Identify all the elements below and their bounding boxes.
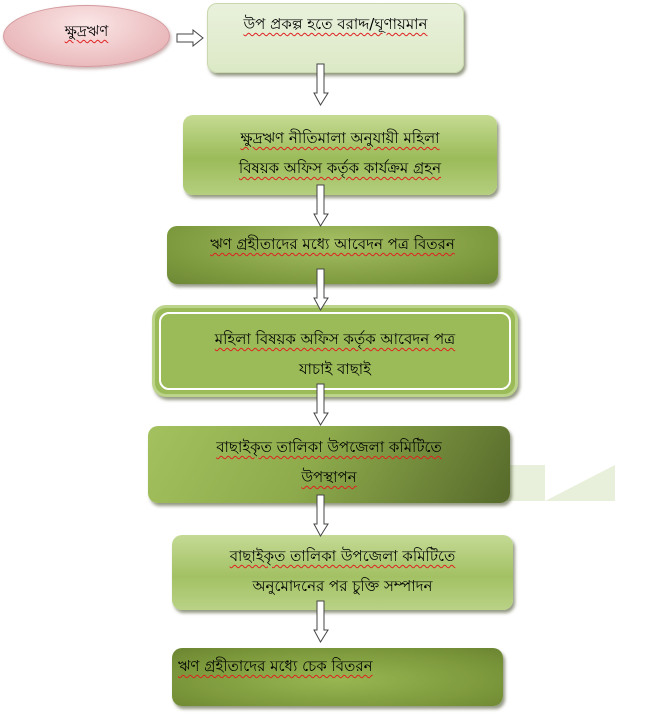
step-4-box: মহিলা বিষয়ক অফিস কর্তৃক আবেদন পত্র যাচা… [152,305,518,397]
step-4-line-1: মহিলা বিষয়ক অফিস কর্তৃক আবেদন পত্র [214,330,456,348]
step-3-box: ঋণ গ্রহীতাদের মধ্যে আবেদন পত্র বিতরন [167,226,498,284]
start-ellipse: ক্ষুদ্রঋণ [3,5,170,67]
down-arrow-icon [313,63,329,106]
step-3-text: ঋণ গ্রহীতাদের মধ্যে আবেদন পত্র বিতরন [210,235,455,253]
step-5-line-1: বাছাইকৃত তালিকা উপজেলা কমিটিতে [216,438,442,456]
step-5-shadow [505,465,545,501]
step-1-box: উপ প্রকল্প হতে বরাদ্দ/ঘূণায়মান [207,3,464,73]
step-5-box: বাছাইকৃত তালিকা উপজেলা কমিটিতে উপস্থাপন [148,426,510,503]
step-6-box: বাছাইকৃত তালিকা উপজেলা কমিটিতে অনুমোদনের… [172,535,513,610]
right-arrow-icon [176,29,204,47]
step-1-text: উপ প্রকল্প হতে বরাদ্দ/ঘূণায়মান [243,15,428,33]
step-7-text: ঋণ গ্রহীতাদের মধ্যে চেক বিতরন [178,657,373,675]
down-arrow-icon [313,184,329,227]
step-4-line-2: যাচাই বাছাই [299,360,371,378]
down-arrow-icon [313,600,329,643]
step-2-box: ক্ষুদ্রঋণ নীতিমালা অনুযায়ী মহিলা বিষয়ক… [183,115,497,195]
down-arrow-icon [313,494,329,537]
step-5-line-2: উপস্থাপন [301,468,357,486]
start-label: ক্ষুদ্রঋণ [64,22,109,40]
step-7-box: ঋণ গ্রহীতাদের মধ্যে চেক বিতরন [172,648,503,706]
step-6-line-1: বাছাইকৃত তালিকা উপজেলা কমিটিতে [229,547,456,565]
step-5-shadow-tip [545,465,615,501]
down-arrow-icon [313,383,329,426]
step-2-line-1: ক্ষুদ্রঋণ নীতিমালা অনুযায়ী মহিলা [240,129,440,147]
step-2-line-2: বিষয়ক অফিস কর্তৃক কার্যক্রম গ্রহন [238,159,442,177]
down-arrow-icon [313,268,329,311]
step-6-line-2: অনুমোদনের পর চুক্তি সম্পাদন [252,577,433,595]
